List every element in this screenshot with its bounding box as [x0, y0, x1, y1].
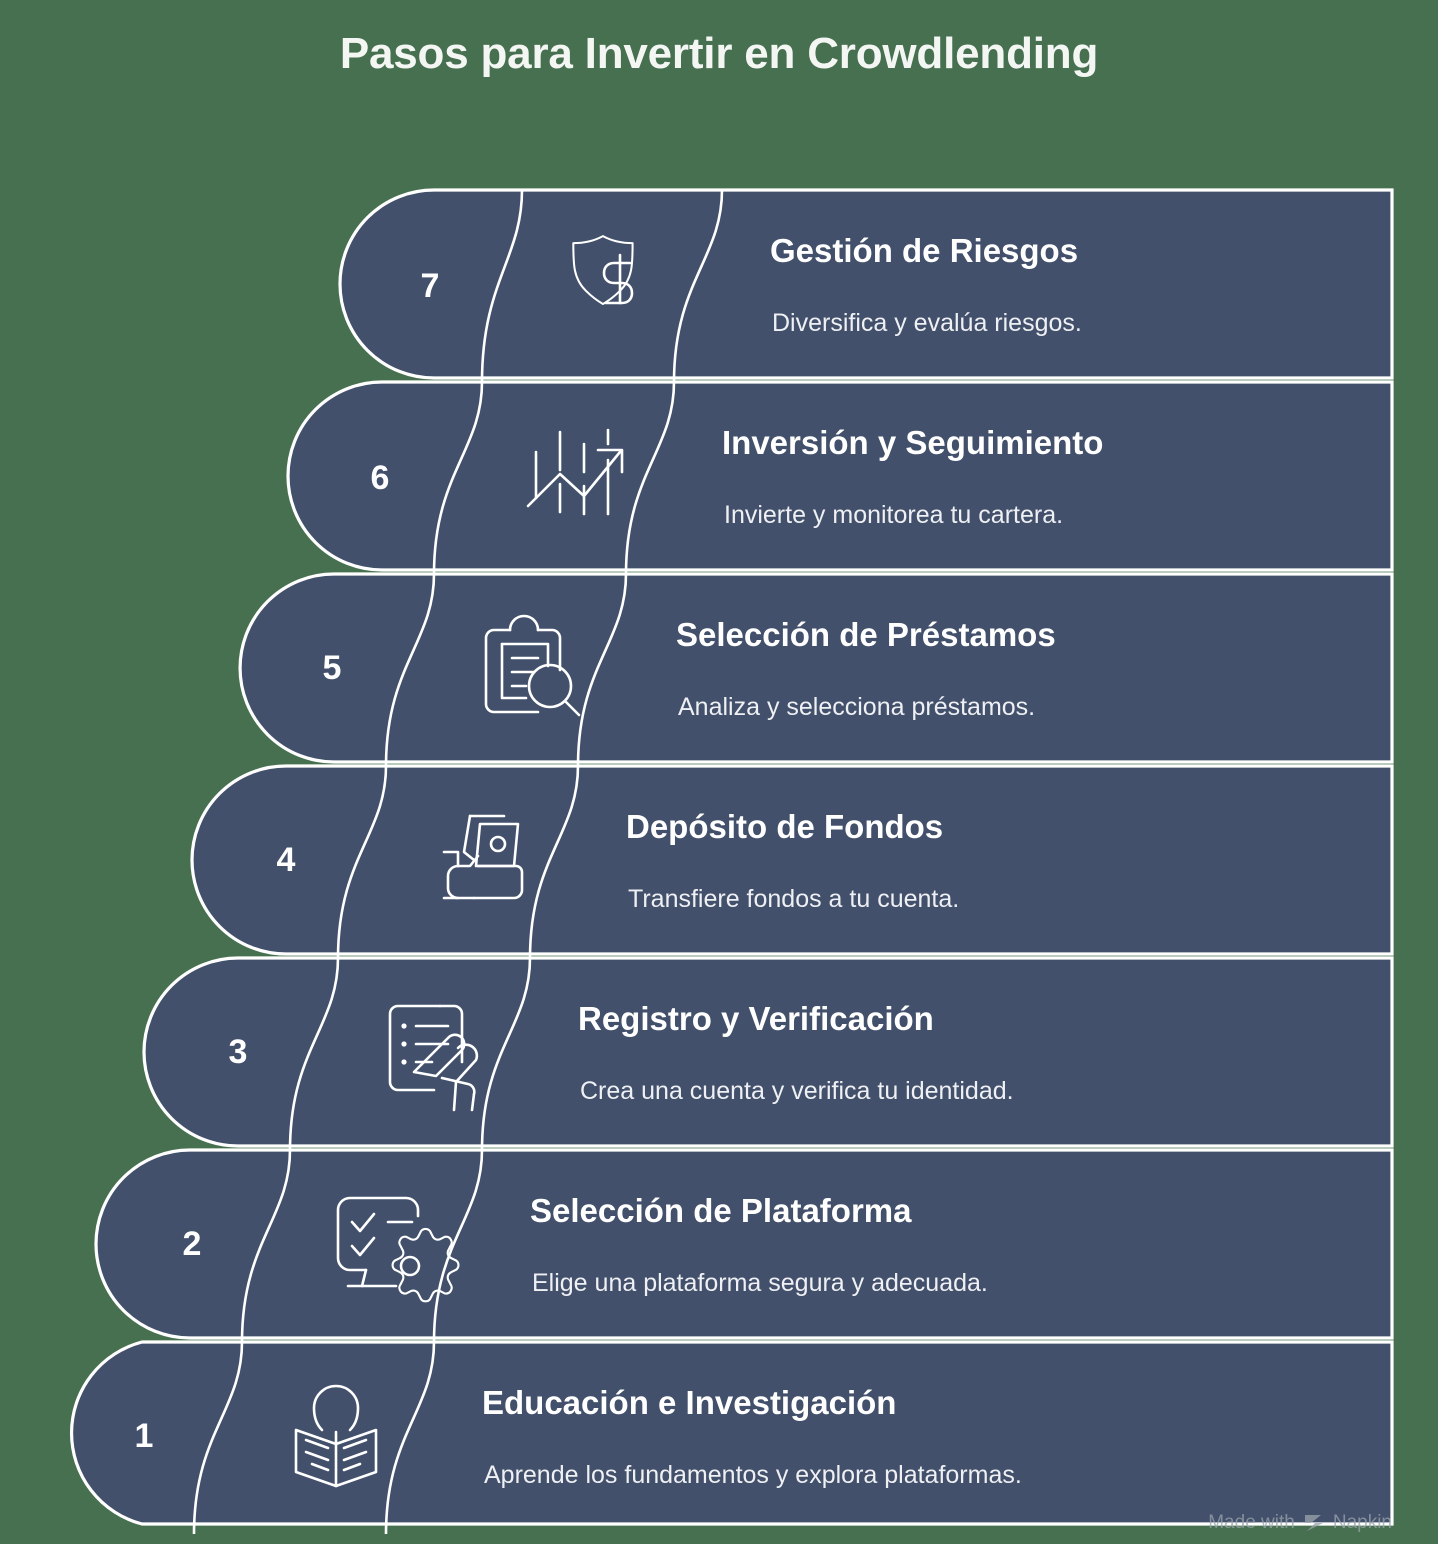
step-row-1[interactable]: 1 Educación e Investigación Aprende los … [70, 1340, 1394, 1535]
step-row-6-divider-icon [624, 381, 676, 574]
step-row-4-panel [190, 764, 1394, 956]
napkin-logo-icon [1303, 1513, 1325, 1533]
step-desc-6: Invierte y monitorea tu cartera. [724, 501, 1063, 529]
step-desc-3: Crea una cuenta y verifica tu identidad. [580, 1077, 1014, 1105]
person-reading-book-icon [294, 1384, 378, 1488]
step-row-5-divider-icon [576, 573, 628, 766]
step-row-1-divider-number [192, 1341, 244, 1535]
clipboard-magnifier-icon [484, 614, 581, 717]
step-number-1: 1 [135, 1417, 154, 1455]
step-number-5: 5 [323, 649, 342, 687]
shield-dollar-icon [572, 235, 634, 305]
watermark-brand-label: Napkin [1332, 1512, 1392, 1533]
step-title-3: Registro y Verificación [578, 1000, 934, 1037]
step-title-2: Selección de Plataforma [530, 1192, 912, 1229]
step-title-5: Selección de Préstamos [676, 616, 1056, 653]
step-row-3[interactable]: 3 Registro y Verificación Crea una cuent… [142, 956, 1394, 1150]
step-row-4-divider-icon [528, 765, 580, 958]
step-row-6-divider-number [432, 381, 484, 574]
step-desc-2: Elige una plataforma segura y adecuada. [532, 1269, 988, 1297]
step-row-6-panel [286, 380, 1394, 572]
step-desc-1: Aprende los fundamentos y explora plataf… [484, 1461, 1022, 1489]
step-number-4: 4 [277, 841, 296, 879]
page-title: Pasos para Invertir en Crowdlending [339, 29, 1099, 78]
step-row-5[interactable]: 5 Selección de Préstamos Analiza y selec… [238, 572, 1394, 766]
step-title-7: Gestión de Riesgos [770, 232, 1078, 269]
step-title-6: Inversión y Seguimiento [722, 424, 1103, 461]
step-desc-4: Transfiere fondos a tu cuenta. [628, 885, 959, 913]
step-row-7-divider-number [480, 189, 524, 382]
step-desc-5: Analiza y selecciona préstamos. [678, 693, 1035, 721]
step-row-1-divider-icon [384, 1341, 436, 1535]
monitor-checklist-gear-icon [336, 1196, 460, 1303]
step-row-2[interactable]: 2 Selección de Plataforma Elige una plat… [94, 1148, 1394, 1342]
growth-chart-arrow-icon [526, 428, 624, 516]
step-number-2: 2 [183, 1225, 202, 1263]
watermark-made-with-label: Made with [1208, 1512, 1295, 1533]
step-row-7[interactable]: 7 Gestión de Riesgos Diversifica y evalú… [338, 188, 1394, 382]
hand-card-icon [442, 814, 524, 900]
step-row-2-divider-number [240, 1149, 292, 1342]
step-row-4[interactable]: 4 Depósito de Fondos Transfiere fondos a… [190, 764, 1394, 958]
step-row-1-panel [70, 1340, 1394, 1526]
step-title-4: Depósito de Fondos [626, 808, 943, 845]
step-row-5-divider-number [384, 573, 436, 766]
step-row-4-divider-number [336, 765, 388, 958]
step-row-2-panel [94, 1148, 1394, 1340]
step-row-7-divider-icon [672, 189, 724, 382]
step-number-7: 7 [421, 267, 440, 305]
step-row-3-divider-number [288, 957, 340, 1150]
form-signing-hand-icon [388, 1004, 479, 1112]
step-row-3-panel [142, 956, 1394, 1148]
step-number-3: 3 [229, 1033, 248, 1071]
step-row-6[interactable]: 6 Inversión y Seguimiento Invierte y mon… [286, 380, 1394, 574]
step-row-5-panel [238, 572, 1394, 764]
step-row-3-divider-icon [480, 957, 532, 1150]
step-number-6: 6 [371, 459, 390, 497]
step-desc-7: Diversifica y evalúa riesgos. [772, 309, 1082, 337]
step-row-2-divider-icon [432, 1149, 484, 1342]
step-title-1: Educación e Investigación [482, 1384, 896, 1421]
napkin-watermark: Made with Napkin [1208, 1512, 1392, 1534]
